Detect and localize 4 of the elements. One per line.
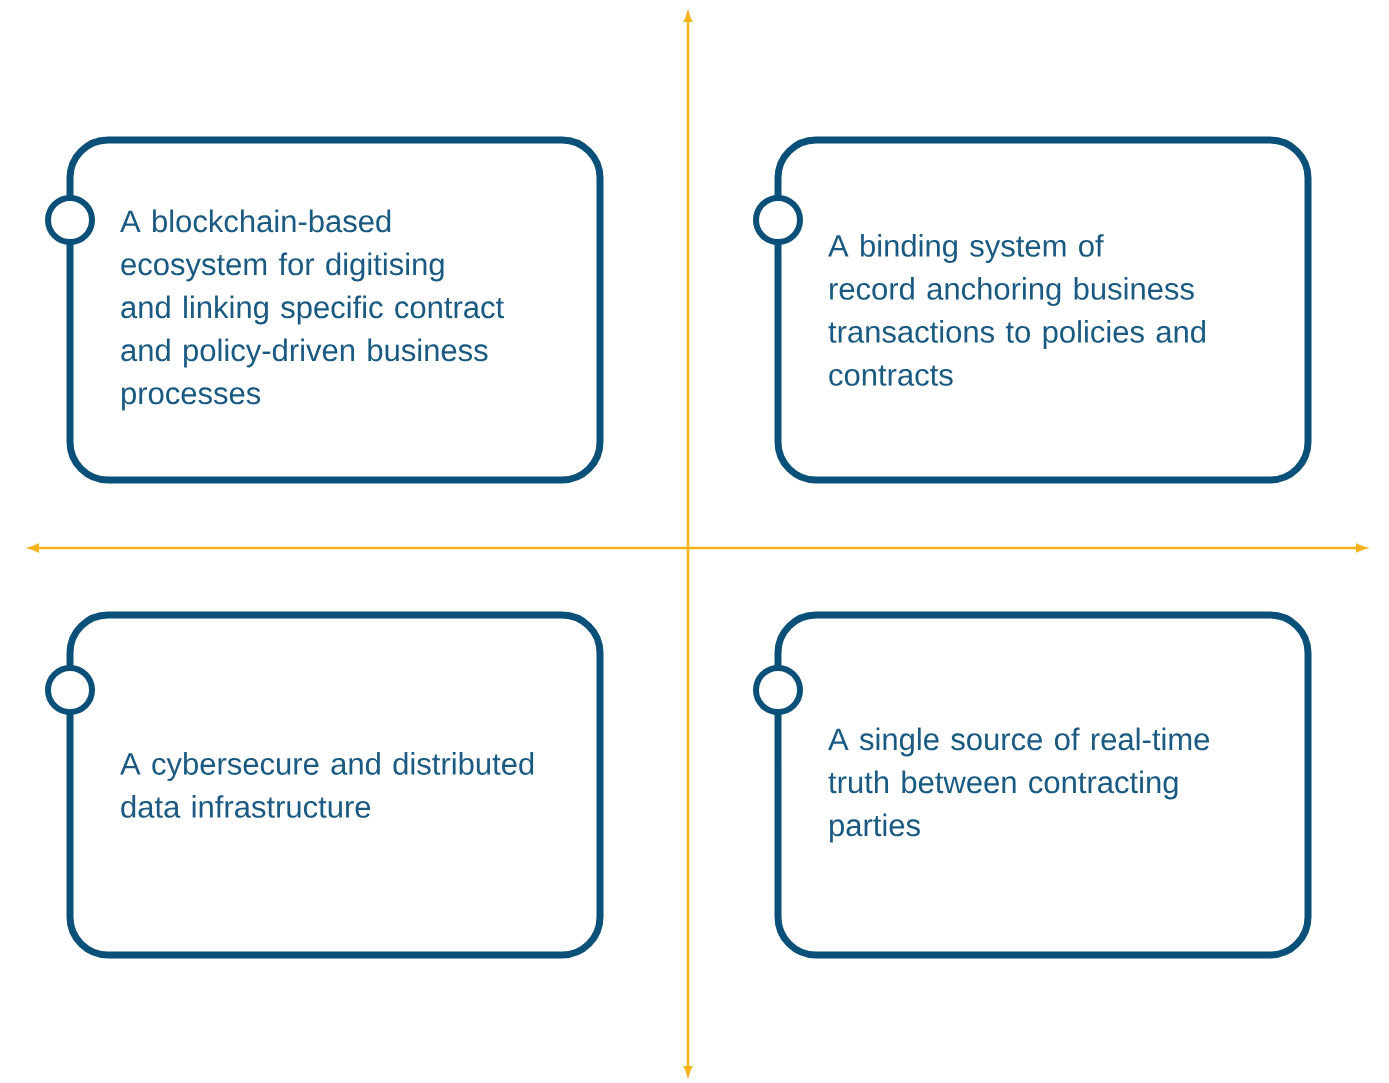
text-box: A single source of real-time truth between contracting parties: [753, 611, 1312, 959]
text-box: A blockchain-based ecosystem for digitising and linking specific contract and policy-driven business processes: [45, 136, 604, 484]
text-box: A cybersecure and distributed data infrastructure: [45, 611, 604, 959]
text-box: A binding system of record anchoring business transactions to policies and contracts: [753, 136, 1312, 484]
